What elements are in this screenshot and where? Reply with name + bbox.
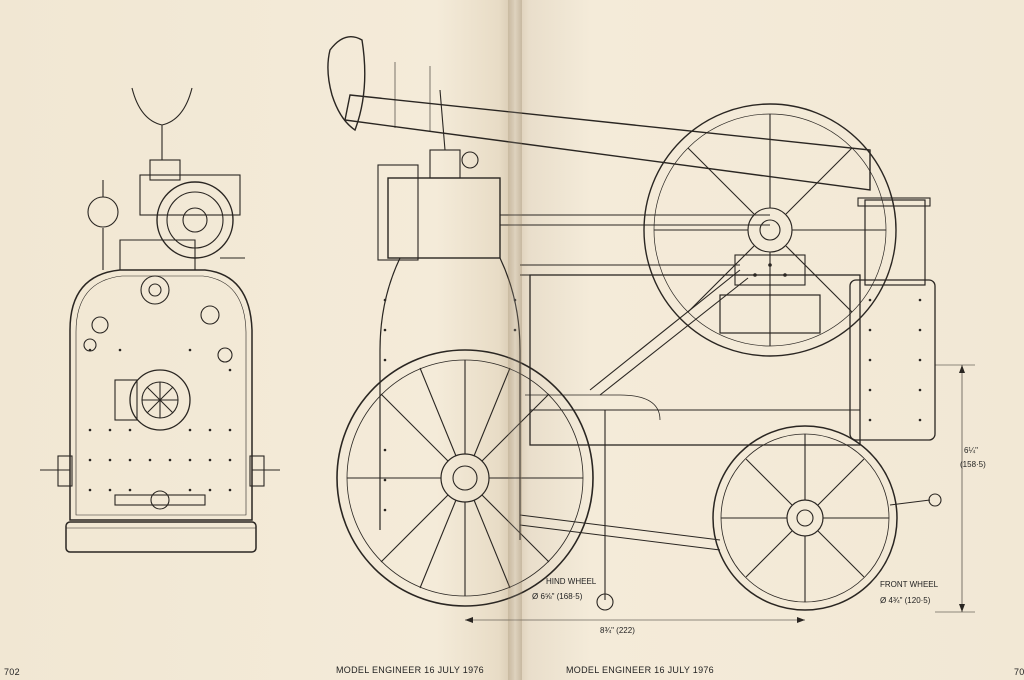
rivets xyxy=(88,263,922,512)
end-elevation-view xyxy=(40,87,280,553)
hind-wheel-label: HIND WHEEL xyxy=(546,577,597,586)
footer-right: MODEL ENGINEER 16 JULY 1976 xyxy=(566,665,714,675)
height-dimension-inches: 6¼" xyxy=(964,446,978,455)
hind-wheel-dimension: Ø 6⅝" (168·5) xyxy=(532,592,583,601)
side-elevation-view xyxy=(327,36,975,623)
footer-left: MODEL ENGINEER 16 JULY 1976 xyxy=(336,665,484,675)
front-wheel-dimension: Ø 4¾" (120·5) xyxy=(880,596,931,605)
page-number-right: 70 xyxy=(1014,667,1024,677)
page-number-left: 702 xyxy=(4,667,20,677)
height-dimension-mm: (158·5) xyxy=(960,460,986,469)
front-wheel-label: FRONT WHEEL xyxy=(880,580,939,589)
spine-gutter xyxy=(508,0,522,680)
wheelbase-dimension: 8¾" (222) xyxy=(600,626,635,635)
right-page xyxy=(514,0,1024,680)
